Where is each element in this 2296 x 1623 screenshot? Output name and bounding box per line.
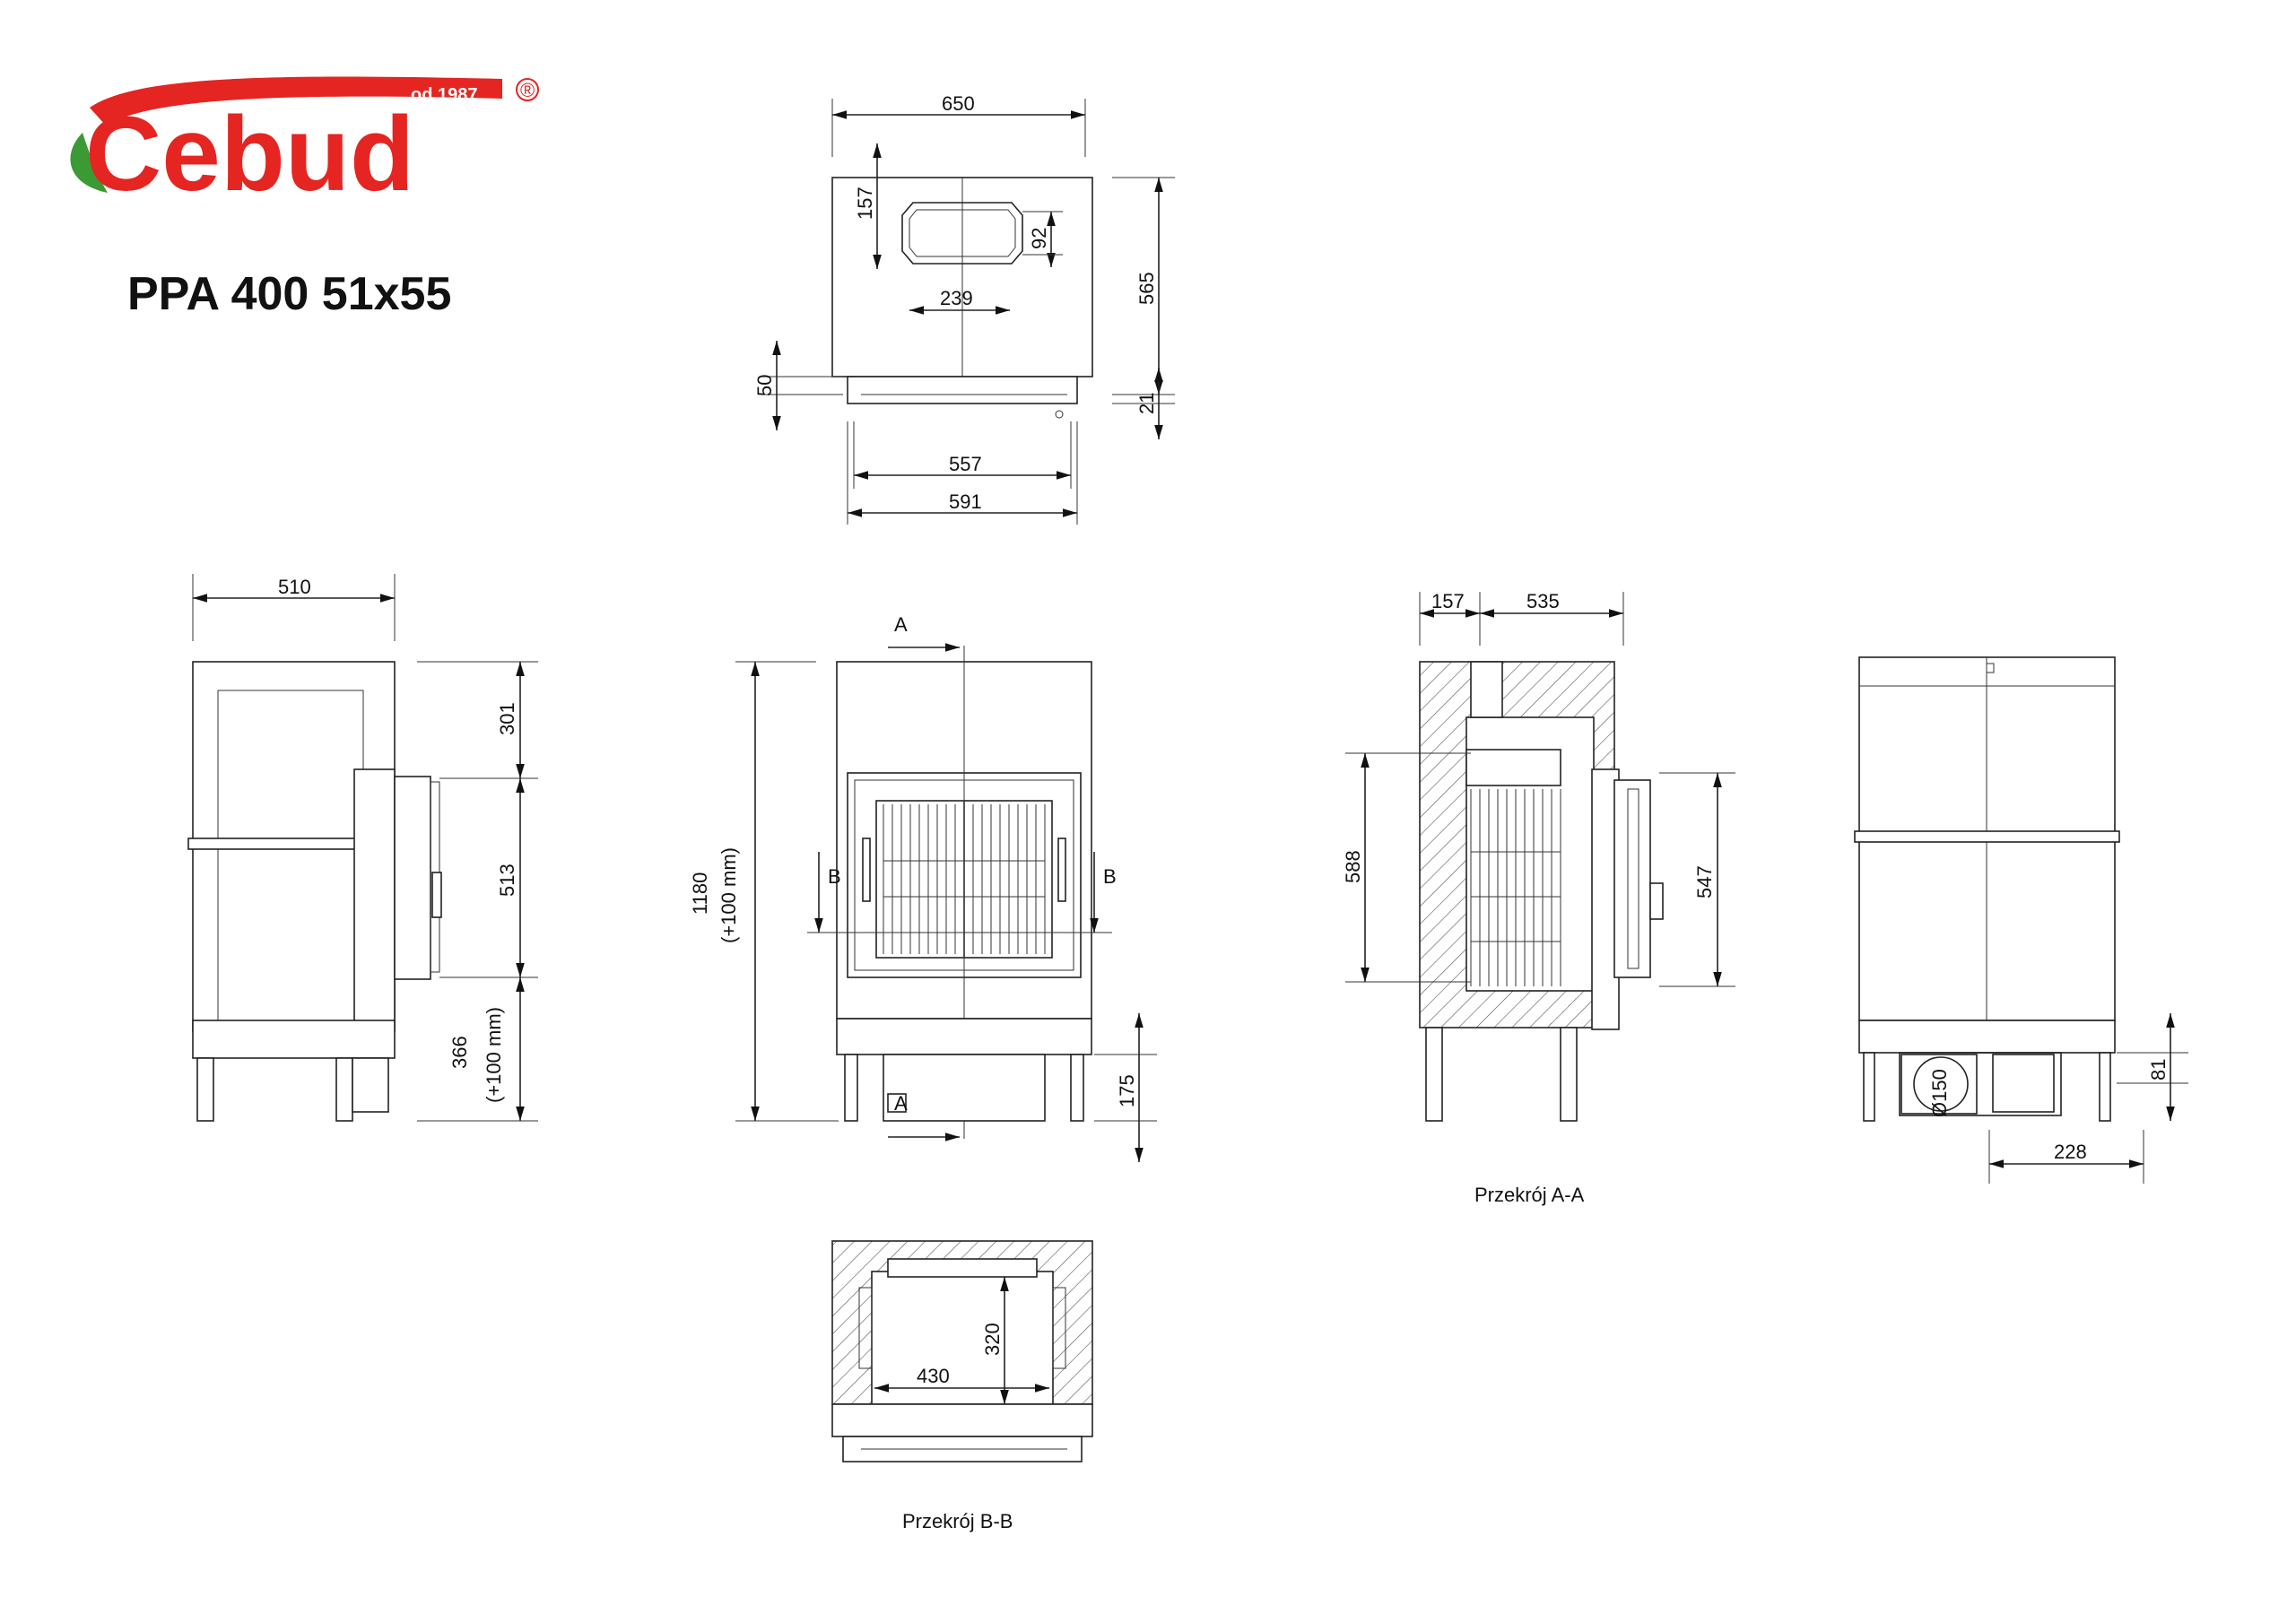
bb-width-label: 430 (917, 1365, 950, 1387)
section-bb-caption: Przekrój B-B (902, 1510, 1013, 1532)
side-lower-note: (+100 mm) (483, 1007, 505, 1103)
side-view: 510 301 513 366 (+100 mm) (187, 574, 538, 1122)
model-title: PPA 400 51x55 (127, 268, 451, 320)
aa-dim-top: 535 (1526, 590, 1560, 612)
side-door-label: 513 (496, 864, 518, 897)
top-outlet-width-label: 239 (940, 287, 973, 309)
aa-dim-left: 157 (1431, 590, 1465, 612)
top-width-label: 650 (942, 92, 975, 115)
rear-outlet-diameter-label: Ø150 (1928, 1069, 1951, 1117)
rear-base-height-label: 81 (2147, 1059, 2170, 1081)
side-upper-label: 301 (496, 702, 518, 735)
aa-chamber-height-label: 588 (1342, 850, 1364, 883)
top-base-outer-label: 591 (949, 490, 982, 513)
top-base-step-label: 50 (753, 375, 776, 396)
logo-since: od 1987 (411, 85, 477, 105)
section-a-top: A (894, 613, 908, 636)
registered-mark-circle (516, 78, 539, 101)
section-aa-grate (1470, 789, 1561, 986)
logo-swoosh (90, 76, 502, 126)
section-bb: 430 320 Przekrój B-B (831, 1240, 1093, 1532)
side-lower-label: 366 (448, 1036, 471, 1069)
cebud-logo: Cebud od 1987 ® (70, 76, 539, 213)
front-view: A A B B 1180 (+100 mm) 175 (689, 613, 1157, 1162)
top-base-inner-label: 557 (949, 453, 982, 475)
registered-mark: ® (520, 79, 535, 101)
top-depth-label: 565 (1135, 272, 1158, 305)
top-base-bottom-label: 21 (1135, 393, 1158, 414)
section-aa: 157 535 588 547 Przekrój A-A (1342, 590, 1735, 1206)
section-b-right: B (1103, 865, 1117, 888)
top-outlet-offset-label: 157 (854, 187, 876, 220)
section-b-left: B (828, 865, 841, 888)
top-outlet-height-label: 92 (1028, 228, 1050, 249)
rear-view: Ø150 81 228 (1854, 656, 2188, 1184)
front-height-note: (+100 mm) (718, 847, 740, 943)
logo-wordmark: Cebud (85, 95, 414, 213)
front-leg-height-label: 175 (1116, 1074, 1138, 1107)
section-a-bottom: A (894, 1092, 908, 1115)
front-grate (883, 804, 1046, 954)
logo-leaf-icon (70, 133, 108, 193)
bb-depth-label: 320 (981, 1323, 1004, 1356)
rear-outlet-width-label: 228 (2054, 1141, 2087, 1163)
side-width-label: 510 (278, 576, 311, 598)
aa-door-height-label: 547 (1693, 865, 1716, 898)
section-aa-caption: Przekrój A-A (1474, 1184, 1585, 1206)
top-view: 650 157 92 239 565 21 50 557 591 (753, 92, 1175, 525)
front-height-label: 1180 (689, 872, 711, 915)
